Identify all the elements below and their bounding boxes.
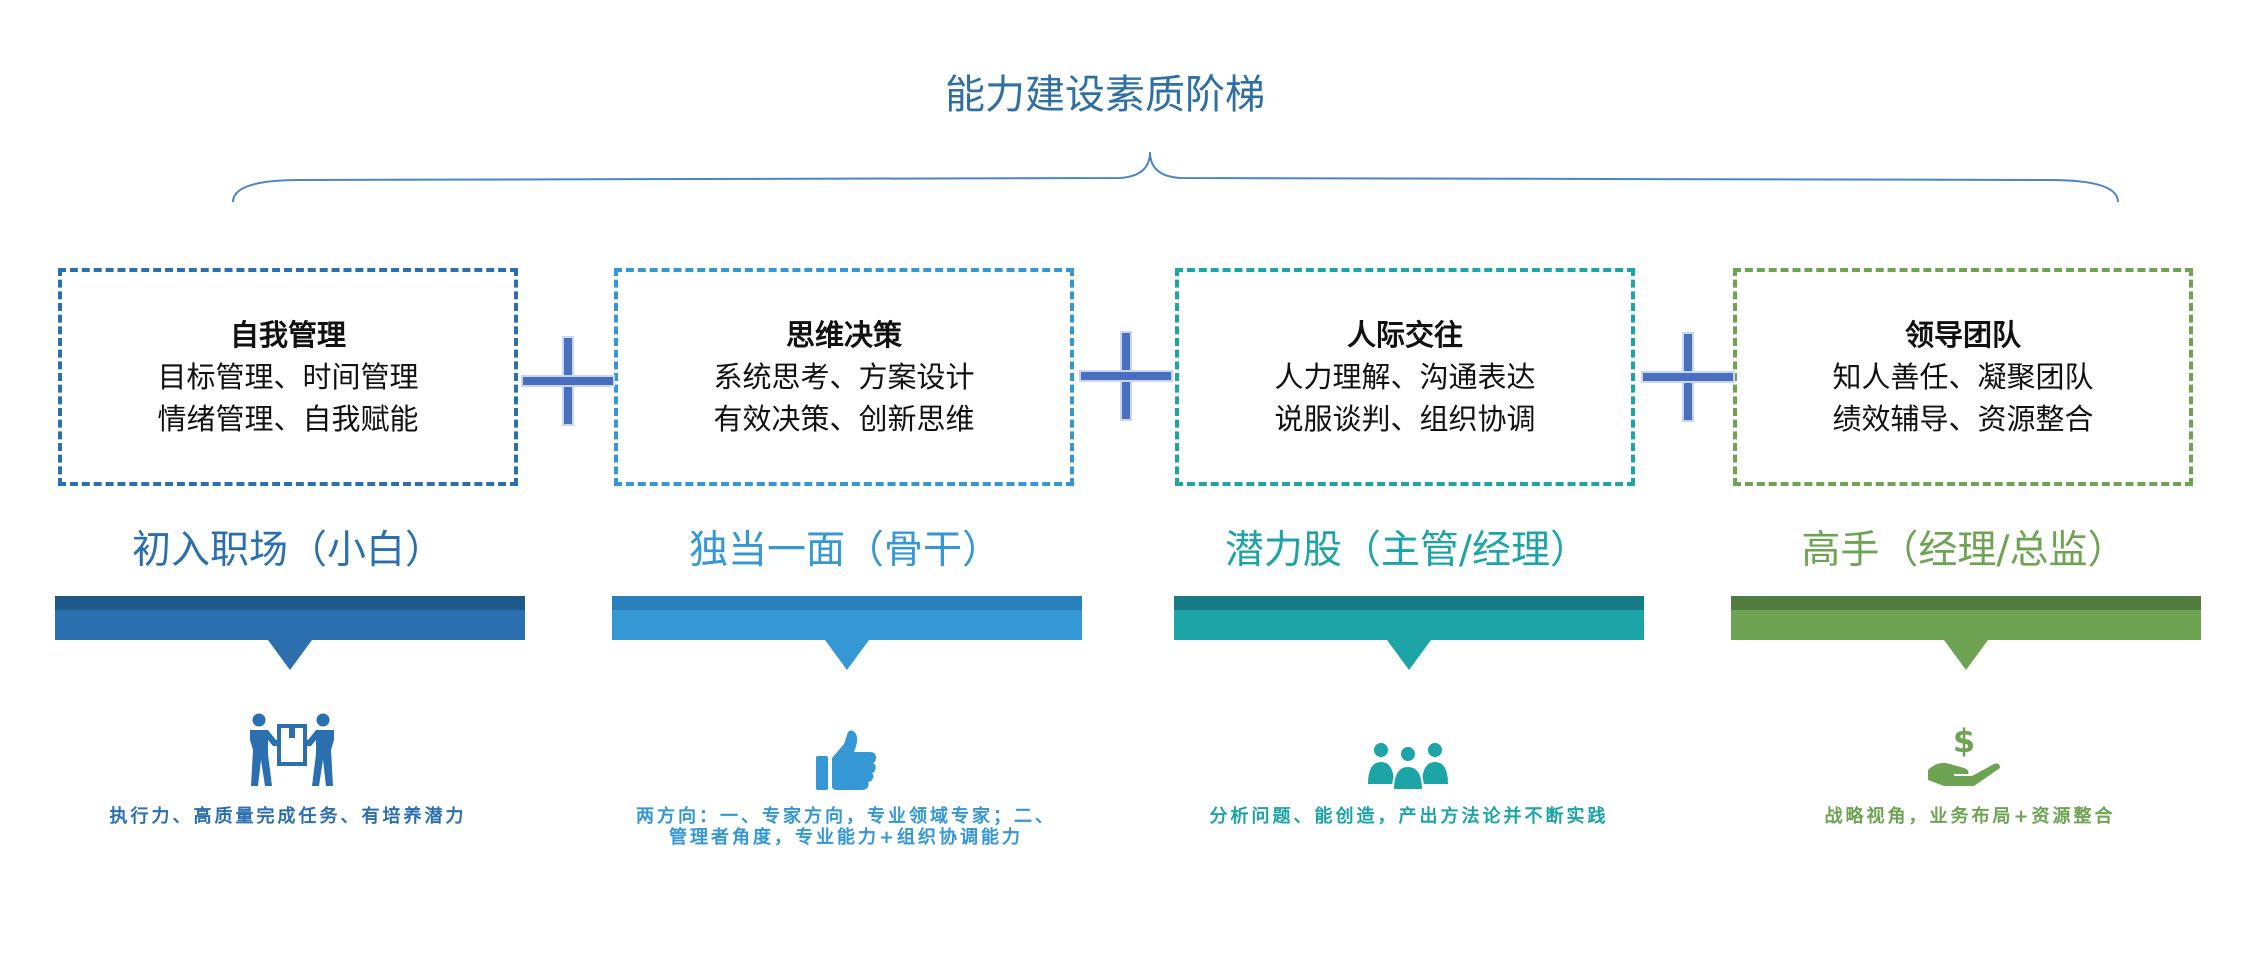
plus-connector-icon bbox=[1641, 332, 1735, 422]
plus-connector-icon bbox=[1079, 331, 1173, 421]
box-line: 人力理解、沟通表达 bbox=[1274, 360, 1536, 394]
box-title: 思维决策 bbox=[785, 318, 902, 352]
stage-description: 执行力、高质量完成任务、有培养潜力 bbox=[28, 806, 548, 827]
description-line: 管理者角度，专业能力+组织协调能力 bbox=[668, 827, 1024, 848]
stage-banner bbox=[1731, 596, 2201, 670]
stage-description: 两方向：一、专家方向，专业领域专家；二、 管理者角度，专业能力+组织协调能力 bbox=[586, 806, 1106, 848]
stage-label-backbone: 独当一面（骨干） bbox=[688, 528, 1001, 573]
thumbs-up-icon bbox=[816, 730, 876, 790]
box-line: 情绪管理、自我赋能 bbox=[157, 402, 419, 436]
team-people-icon bbox=[1368, 743, 1448, 790]
competency-box-thinking-decision: 思维决策 系统思考、方案设计 有效决策、创新思维 bbox=[614, 268, 1074, 486]
stage-label-expert: 高手（经理/总监） bbox=[1801, 528, 2127, 573]
money-in-hand-icon: $ bbox=[1928, 724, 2000, 786]
description-line: 分析问题、能创造，产出方法论并不断实践 bbox=[1209, 806, 1609, 827]
diagram-title: 能力建设素质阶梯 bbox=[945, 72, 1265, 118]
box-line: 绩效辅导、资源整合 bbox=[1832, 402, 2094, 436]
box-line: 知人善任、凝聚团队 bbox=[1832, 360, 2094, 394]
top-brace bbox=[232, 151, 2119, 203]
stage-banner bbox=[55, 596, 525, 670]
stage-description: 战略视角，业务布局+资源整合 bbox=[1710, 806, 2230, 827]
competency-box-team-leadership: 领导团队 知人善任、凝聚团队 绩效辅导、资源整合 bbox=[1733, 268, 2193, 486]
box-title: 自我管理 bbox=[229, 318, 346, 352]
description-line: 两方向：一、专家方向，专业领域专家；二、 bbox=[636, 806, 1056, 827]
description-line: 战略视角，业务布局+资源整合 bbox=[1824, 806, 2116, 827]
box-title: 人际交往 bbox=[1346, 318, 1463, 352]
box-line: 说服谈判、组织协调 bbox=[1274, 402, 1536, 436]
stage-banner bbox=[1174, 596, 1644, 670]
stage-label-potential: 潜力股（主管/经理） bbox=[1224, 528, 1590, 573]
box-line: 有效决策、创新思维 bbox=[713, 402, 975, 436]
competency-box-interpersonal: 人际交往 人力理解、沟通表达 说服谈判、组织协调 bbox=[1175, 268, 1635, 486]
stage-description: 分析问题、能创造，产出方法论并不断实践 bbox=[1149, 806, 1669, 827]
description-line: 执行力、高质量完成任务、有培养潜力 bbox=[109, 806, 467, 827]
stage-label-newcomer: 初入职场（小白） bbox=[131, 528, 444, 573]
stage-banner bbox=[612, 596, 1082, 670]
box-line: 目标管理、时间管理 bbox=[157, 360, 419, 394]
plus-connector-icon bbox=[521, 336, 615, 426]
movers-carrying-box-icon bbox=[250, 713, 334, 786]
box-line: 系统思考、方案设计 bbox=[713, 360, 975, 394]
box-title: 领导团队 bbox=[1904, 318, 2021, 352]
svg-text:$: $ bbox=[1953, 724, 1975, 760]
competency-box-self-management: 自我管理 目标管理、时间管理 情绪管理、自我赋能 bbox=[58, 268, 518, 486]
